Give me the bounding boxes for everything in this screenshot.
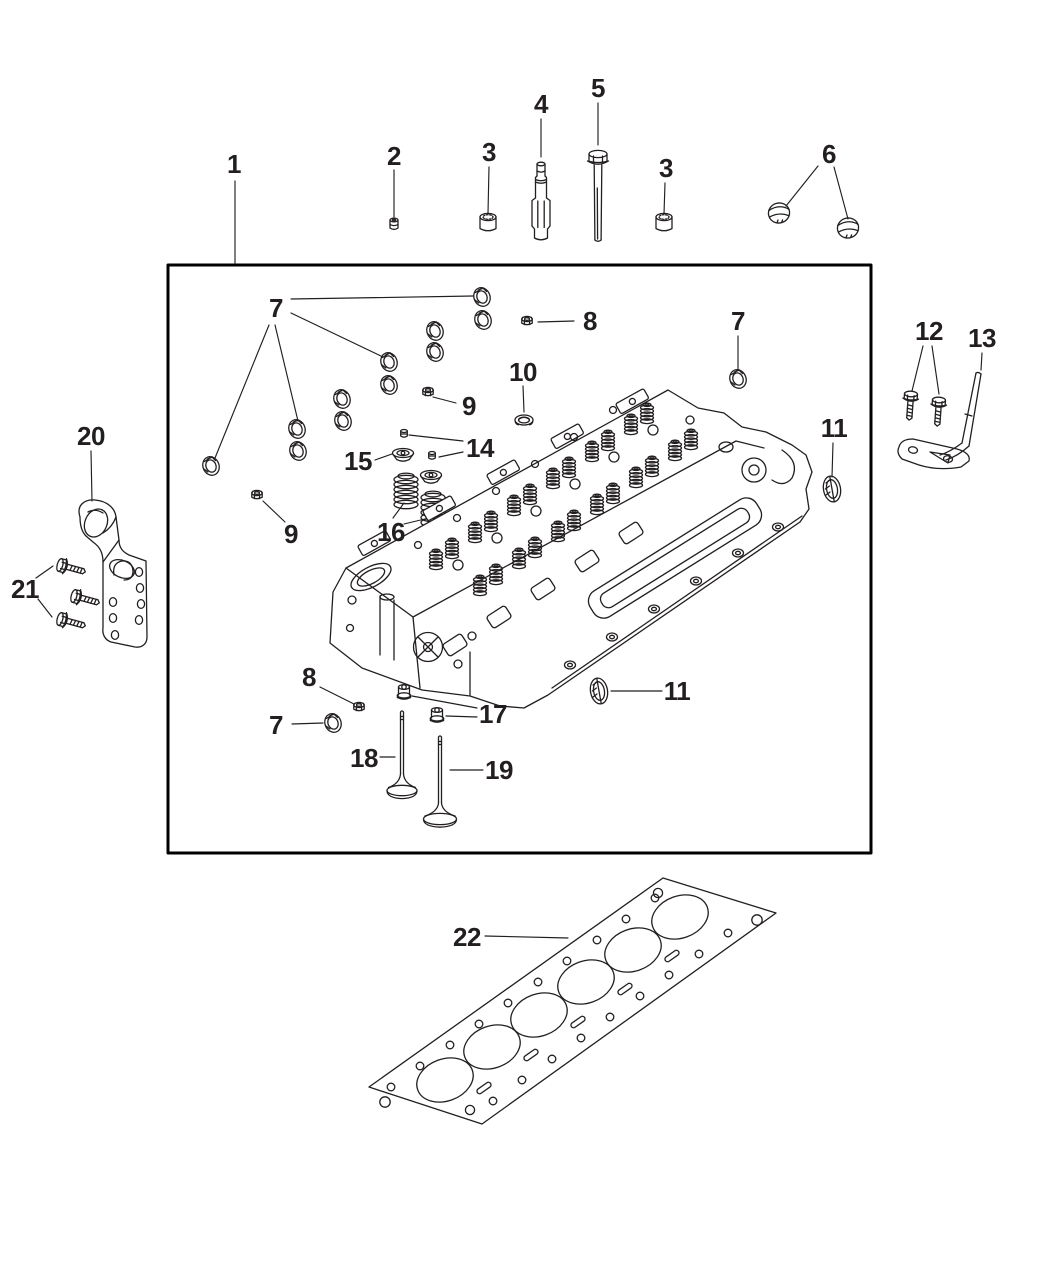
connector-part-3b	[655, 212, 673, 232]
cup-plug-part-7b	[726, 366, 750, 392]
oval-plug-part-11a	[820, 474, 844, 504]
callout-11b: 11	[663, 676, 691, 706]
callout-8a: 8	[583, 306, 597, 336]
valve-part-19	[422, 735, 458, 828]
keeper-cap-part-14a	[400, 428, 408, 438]
callout-6: 6	[822, 139, 836, 169]
callout-22: 22	[453, 922, 481, 952]
stem-seal-part-17a	[396, 683, 412, 700]
callout-7a: 7	[269, 293, 283, 323]
callout-16: 16	[377, 517, 405, 547]
callout-3a: 3	[482, 137, 496, 167]
nut-part-9a	[422, 386, 434, 397]
callout-20: 20	[77, 421, 105, 451]
bolt-part-21b	[68, 587, 102, 611]
oval-plug-part-11b	[587, 676, 611, 706]
callout-7c: 7	[269, 710, 283, 740]
callout-9a: 9	[462, 391, 476, 421]
callout-14: 14	[466, 433, 494, 463]
valve-part-18	[386, 710, 418, 800]
tube-bracket-part-13	[897, 371, 982, 470]
callout-13: 13	[968, 323, 996, 353]
callout-9b: 9	[284, 519, 298, 549]
spring-retainer-part-15a	[391, 447, 415, 462]
stem-seal-part-17b	[429, 706, 445, 723]
spring-retainer-part-15b	[419, 469, 443, 484]
head-bolt-part-5	[586, 149, 610, 242]
bolt-part-21a	[54, 556, 88, 580]
callout-11a: 11	[820, 413, 848, 443]
plug-part-2	[389, 217, 399, 231]
nut-part-8b	[353, 701, 365, 712]
bolt-part-21c	[54, 610, 88, 634]
cup-plug-part-7c	[321, 710, 345, 736]
leader-lines	[35, 102, 983, 939]
diagram-frame-box	[166, 263, 873, 855]
callout-4: 4	[534, 89, 548, 119]
injector-sleeve-part-4	[531, 161, 551, 241]
callout-18: 18	[350, 743, 378, 773]
callout-12: 12	[915, 316, 943, 346]
callout-15: 15	[344, 446, 372, 476]
connector-part-3a	[479, 212, 497, 232]
callout-2: 2	[387, 141, 401, 171]
callout-1: 1	[227, 149, 241, 179]
cylinder-head-illustration	[329, 387, 813, 709]
callout-3b: 3	[659, 153, 673, 183]
callout-8b: 8	[302, 662, 316, 692]
callout-10: 10	[509, 357, 537, 387]
head-gasket-part-22	[368, 877, 777, 1125]
callout-17: 17	[479, 699, 507, 729]
callout-7b: 7	[731, 306, 745, 336]
callout-21: 21	[11, 574, 39, 604]
nut-part-10	[514, 414, 534, 426]
bolt-part-12b	[928, 396, 948, 428]
callout-5: 5	[591, 73, 605, 103]
keeper-cap-part-14b	[428, 450, 436, 460]
callout-19: 19	[485, 755, 513, 785]
bolt-part-12a	[900, 390, 920, 422]
lift-bracket-part-20	[78, 499, 148, 648]
valve-spring-part-16a	[393, 472, 419, 510]
nut-part-8a	[521, 315, 533, 326]
nut-part-9b	[251, 489, 263, 500]
